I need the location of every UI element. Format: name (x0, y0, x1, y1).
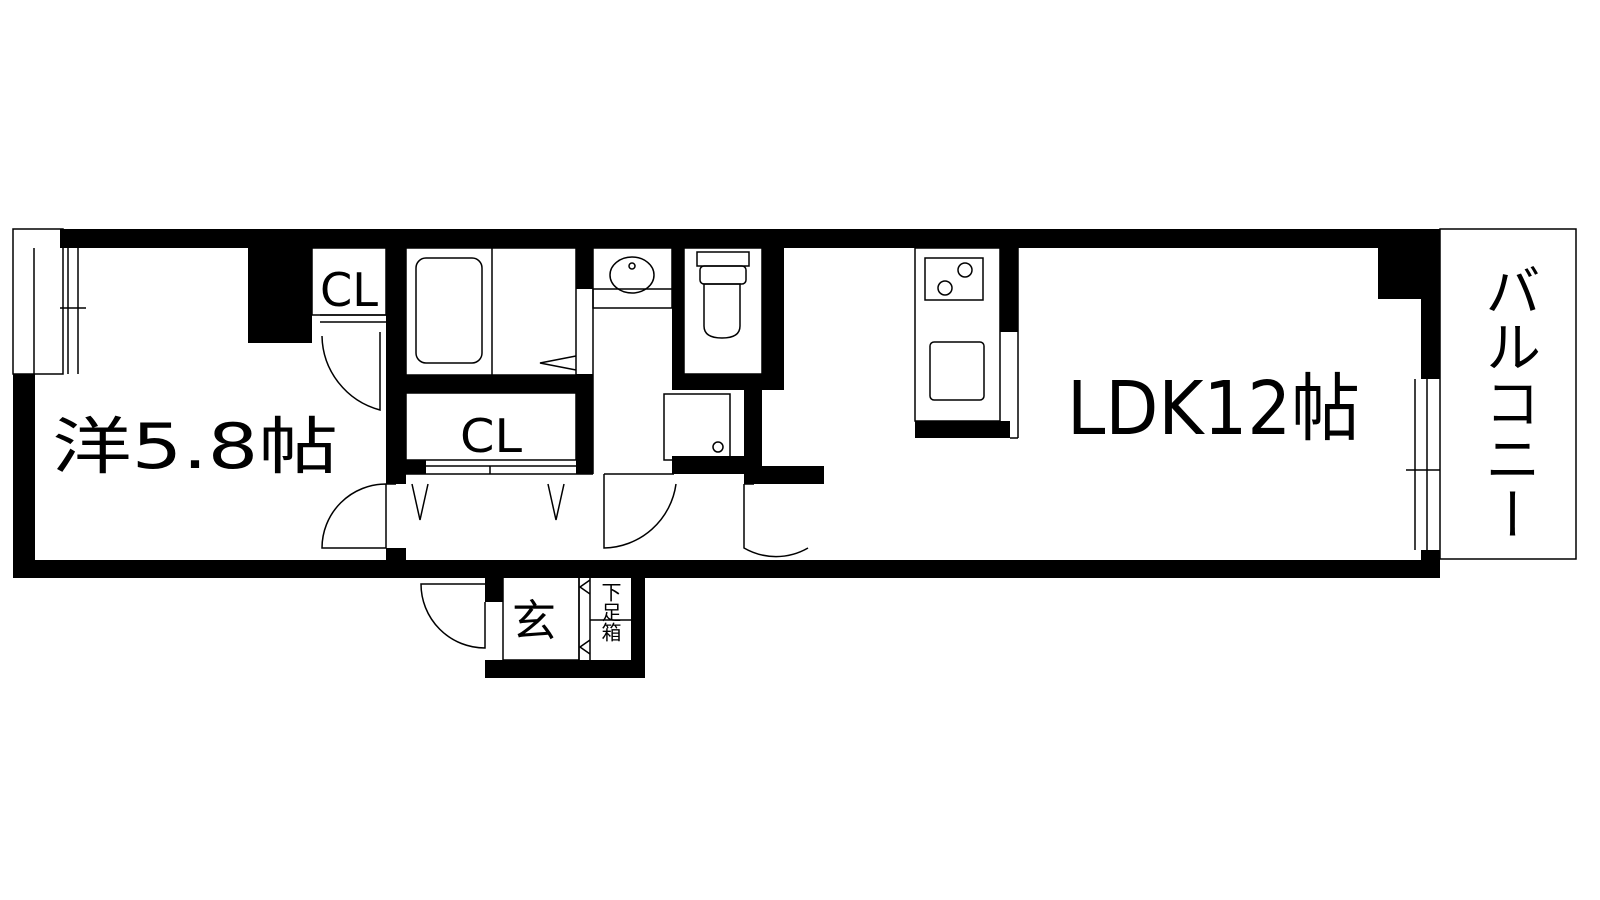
ldk-label: LDK12帖 (1067, 366, 1360, 452)
toilet-room (683, 247, 763, 375)
fixtures (311, 247, 1440, 661)
hall-closet-outline (405, 392, 577, 461)
western-room-label: 洋5.8帖 (52, 410, 338, 483)
sink-icon (609, 256, 655, 294)
bathtub (415, 257, 483, 364)
kitchen-counter (914, 247, 1001, 422)
bedroom-closet-label: CL (320, 263, 378, 317)
kitchen-sink (929, 341, 985, 401)
closet-door-swing (321, 332, 381, 411)
hall-closet-label: CL (460, 409, 522, 463)
balcony-label: バルコニー (1476, 262, 1541, 542)
closet-door-marker (547, 483, 565, 521)
entrance-label: 玄 (512, 596, 556, 647)
toilet-bowl (703, 283, 741, 339)
balcony-outline (1439, 228, 1577, 560)
ldk-door-swing (743, 484, 809, 558)
burner-icon (937, 280, 953, 296)
left-window-bay (12, 228, 86, 375)
bathroom-outline (405, 247, 577, 376)
shoebox-marker (578, 639, 591, 655)
stove-top (924, 257, 984, 301)
shoebox-marker (578, 579, 591, 595)
washroom-door-swing (603, 474, 677, 549)
toilet-tank (696, 251, 750, 267)
burner-icon (957, 262, 973, 278)
bedroom-door-swing (321, 483, 387, 549)
closet-door-marker (411, 483, 429, 521)
washing-machine-pan (663, 393, 731, 461)
entrance-door-swing (420, 583, 486, 649)
vanity (592, 247, 673, 309)
bath-door-marker (539, 355, 577, 371)
shoe-box-label: 下足箱 (598, 582, 622, 642)
